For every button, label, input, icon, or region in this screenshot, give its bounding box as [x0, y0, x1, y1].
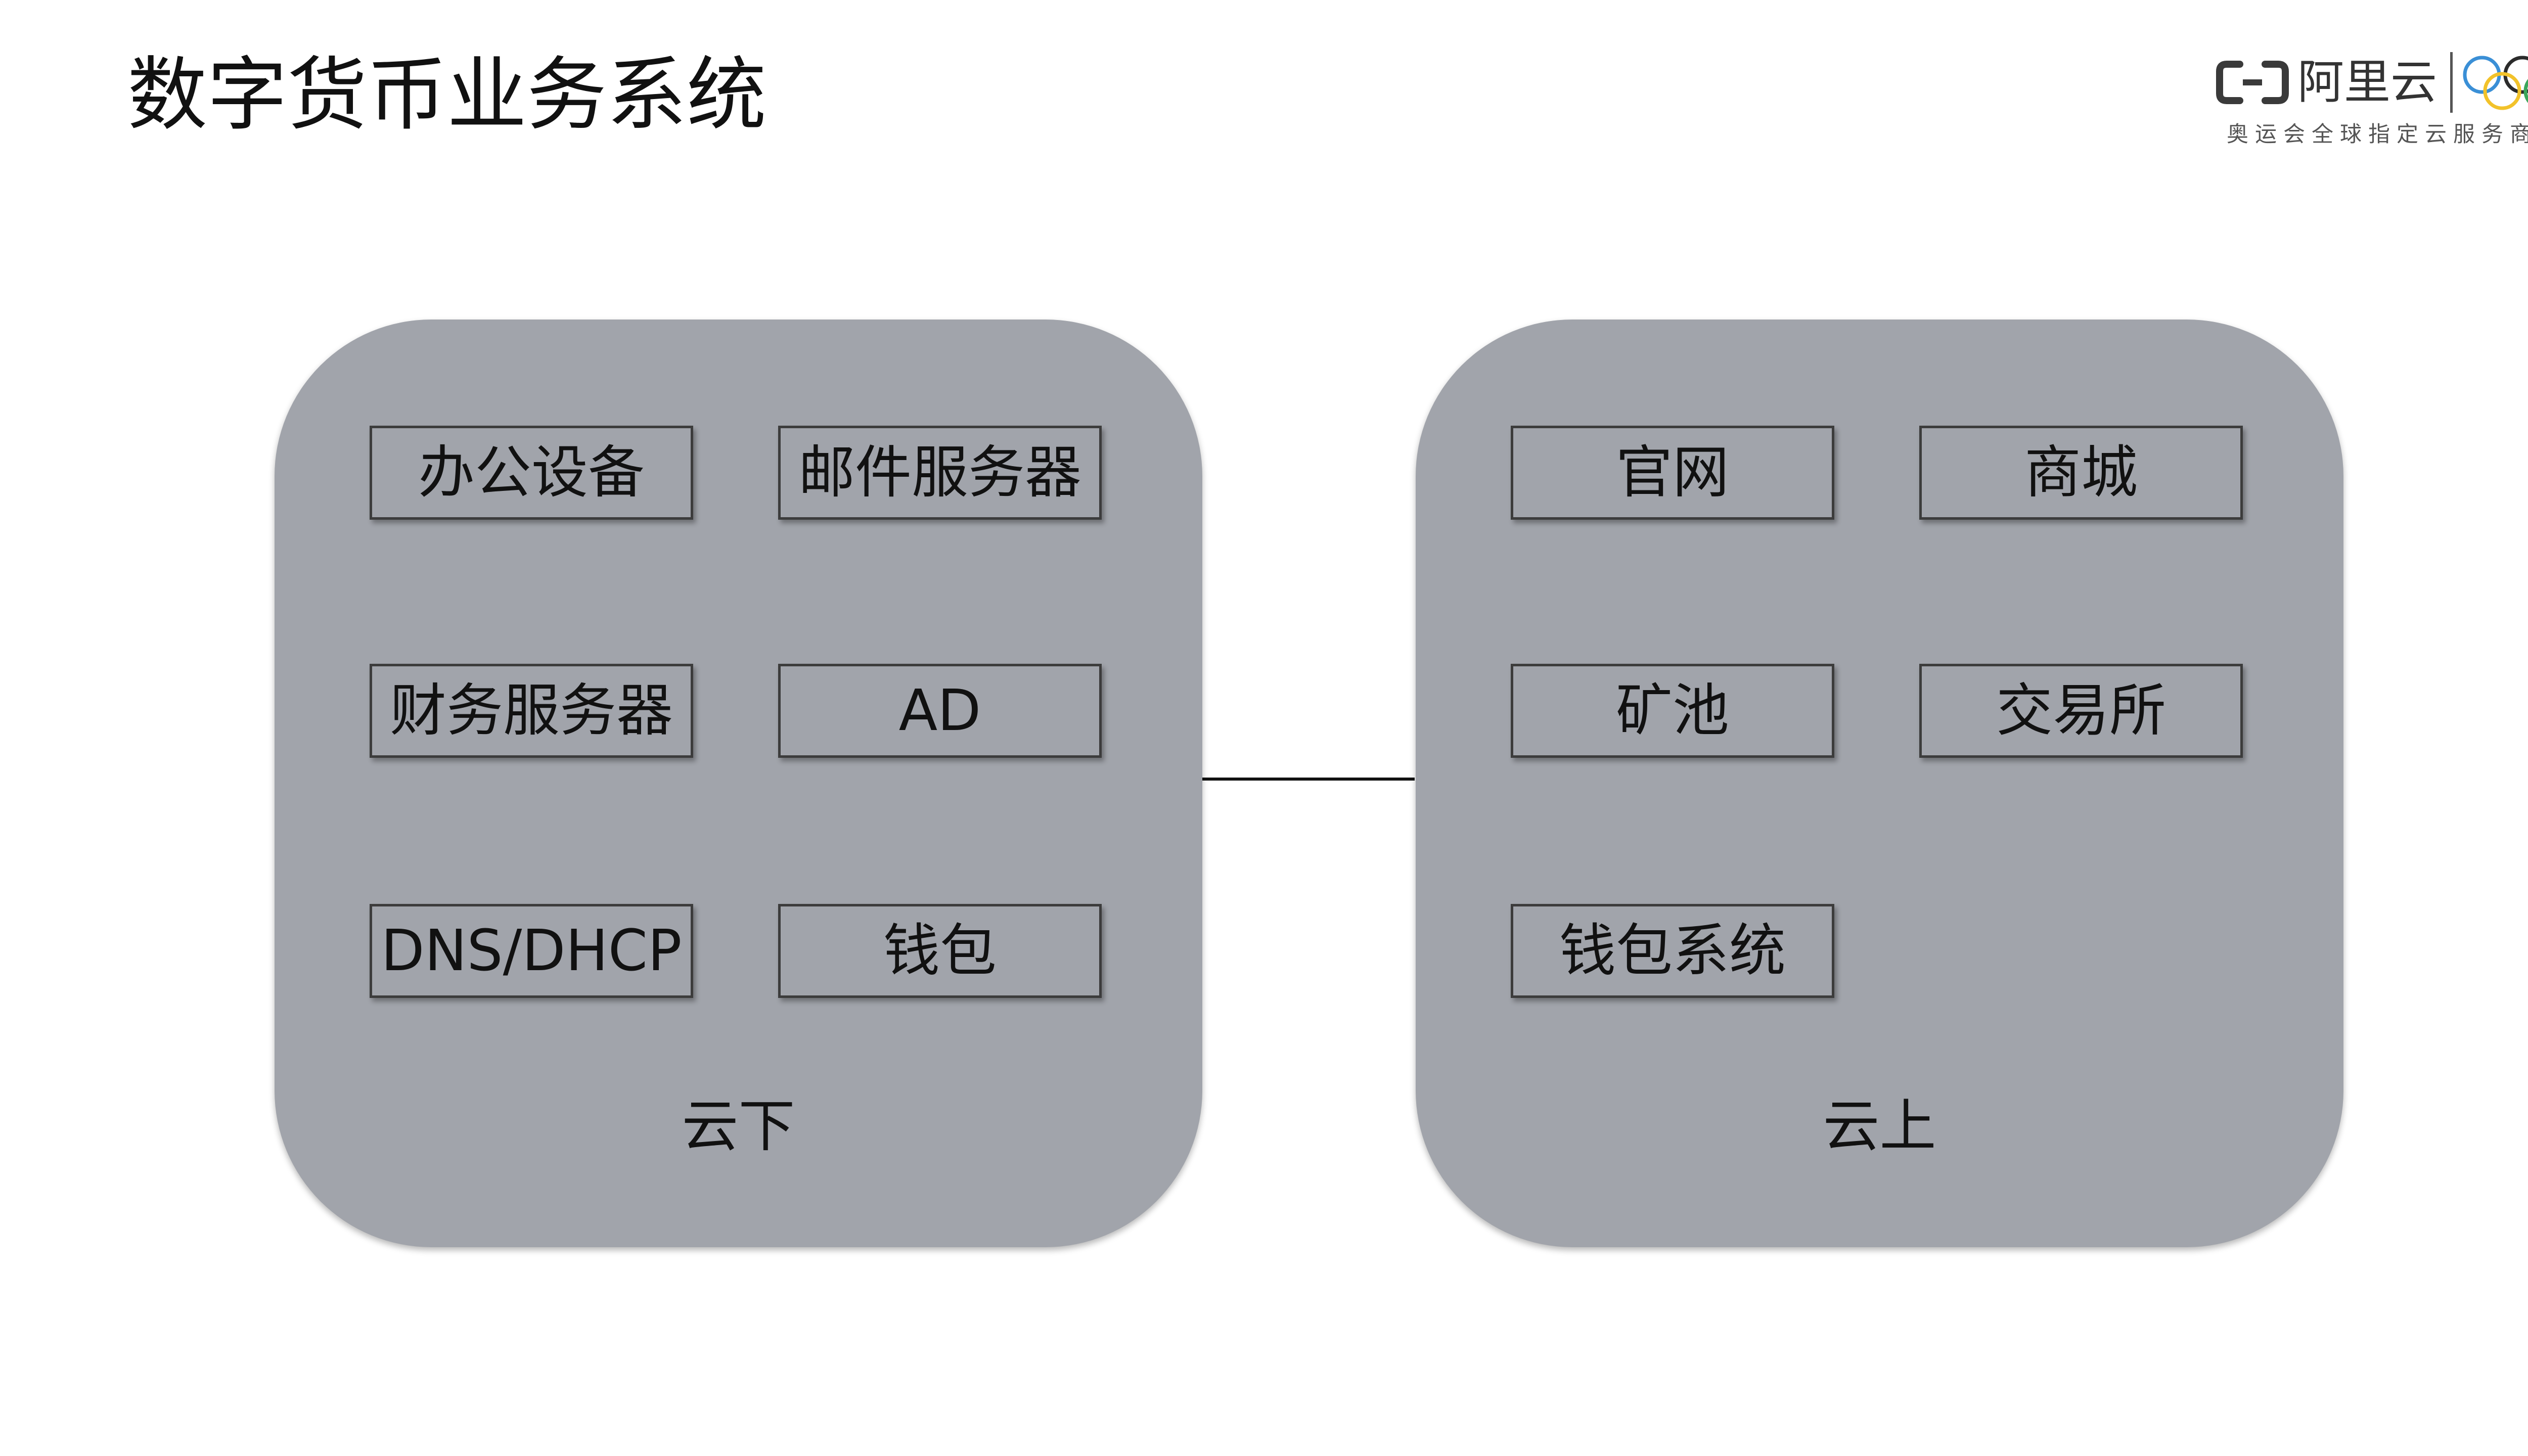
- node-ad: AD: [778, 664, 1102, 758]
- alibaba-cloud-logo-icon: [2216, 61, 2289, 104]
- ring-green: [2523, 79, 2528, 103]
- node-mining-pool: 矿池: [1511, 664, 1834, 758]
- node-wallet-system: 钱包系统: [1511, 904, 1834, 998]
- node-official-website: 官网: [1511, 426, 1834, 520]
- node-mall: 商城: [1919, 426, 2243, 520]
- logo-tagline: 奥运会全球指定云服务商: [2227, 122, 2528, 147]
- connector-line: [1202, 778, 1415, 781]
- panel-cloud: 官网 商城 矿池 交易所 钱包系统 云上: [1416, 320, 2343, 1247]
- alibaba-cloud-logo: 阿里云 奥运会全球指定云服务商: [2215, 46, 2528, 152]
- node-exchange: 交易所: [1919, 664, 2243, 758]
- logo-name: 阿里云: [2297, 55, 2437, 109]
- node-mail-server: 邮件服务器: [778, 426, 1102, 520]
- olympic-rings-icon: [2463, 56, 2528, 110]
- ring-yellow: [2483, 72, 2521, 110]
- logo-main: 阿里云: [2215, 50, 2528, 115]
- node-dns-dhcp: DNS/DHCP: [370, 904, 693, 998]
- node-wallet: 钱包: [778, 904, 1102, 998]
- node-office-equipment: 办公设备: [370, 426, 693, 520]
- panel-label-cloud: 云上: [1823, 1094, 1936, 1159]
- node-finance-server: 财务服务器: [370, 664, 693, 758]
- page-title: 数字货币业务系统: [127, 49, 766, 142]
- panel-label-on-premise: 云下: [682, 1094, 795, 1159]
- panel-on-premise: 办公设备 邮件服务器 财务服务器 AD DNS/DHCP 钱包 云下: [275, 320, 1202, 1247]
- logo-divider: [2450, 52, 2453, 113]
